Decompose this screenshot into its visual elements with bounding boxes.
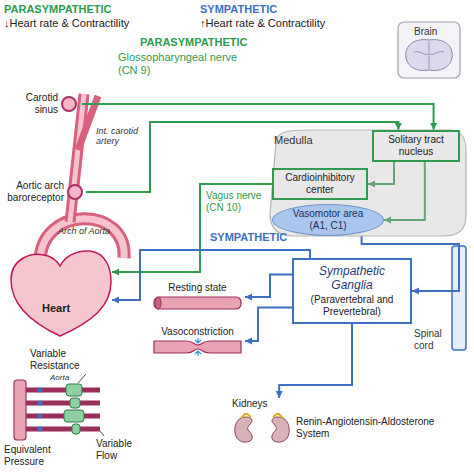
kidney [235,417,252,442]
aorta-bar [14,380,26,440]
arrowhead [430,123,437,130]
node-text: Heart [42,302,70,314]
node-text: Resting state [150,282,245,294]
carotid-artery-lumen [70,94,84,222]
heart-outline [11,251,111,336]
vessel-wall [154,297,241,309]
arrowhead [395,123,402,130]
vessel-node: Vasoconstriction [150,326,245,356]
carotid-artery [70,94,84,222]
resistance-cylinders [64,384,84,434]
part-label: Equivalent Pressure [4,444,74,468]
edge-label: Vagus nerve (CN 10) [206,190,268,214]
connector-line [245,275,292,298]
receptor-node: Aortic arch baroreceptor [2,180,86,204]
node-text: Kidneys [232,398,268,410]
center-box: Cardioinhibitory center [272,168,368,200]
part-label: Brain [414,26,437,37]
nerve-connector [245,275,292,301]
kidney [272,417,289,442]
part-label: Variable Resistance [30,348,100,372]
receptor-node: Carotid sinus [2,92,82,116]
heart: Heart [8,248,112,338]
kidney-node: KidneysRenin-Angiotensin-Aldosterone Sys… [232,398,468,448]
pathway-label: PARASYMPATHETIC [140,36,248,48]
connector-line [112,184,272,272]
node-text: Cardioinhibitory center [277,172,363,196]
part-label: Variable Flow [96,438,146,462]
node-text: Vasoconstriction [150,326,245,338]
heart-shape [8,248,112,338]
legend-note: ↑Heart rate & Contractility [200,17,325,29]
nerve-connector [112,250,310,304]
edge-label: Glossopharyngeal nerve (CN 9) [118,51,238,77]
part-label: Spinal cord [414,328,450,352]
nerve-connector [276,324,352,398]
pressure-dots [38,388,43,432]
nucleus-box: Solitary tract nucleus [372,130,460,162]
vessel-node: Resting state [150,282,245,312]
legend-note: ↓Heart rate & Contractility [4,17,129,29]
brain-frame [398,22,460,78]
node-text: Carotid sinus [2,92,58,116]
part-label: Aorta [50,373,69,382]
ganglia-box: Sympathetic Ganglia(Paravertebral and Pr… [292,258,412,324]
leader-line [100,431,104,436]
adrenal-gland [241,413,283,418]
part-label: Int. carotid artery [96,126,142,146]
receptor-circle [61,96,77,112]
medulla-region: Medulla Solitary tract nucleusCardioinhib… [268,128,468,238]
vessel-tube [150,294,245,312]
arrowhead [112,269,119,276]
connector-line [245,308,292,342]
medulla-outline [270,130,466,236]
node-text: Sympathetic Ganglia [298,264,406,292]
vasomotor-oval: Vasomotor area (A1, C1) [272,204,384,236]
node-subtext: Renin-Angiotensin-Aldosterone System [296,416,468,440]
brain-icon [406,40,452,71]
arrowhead [245,294,252,301]
kidney-icons [232,413,292,445]
branch-arteries [26,390,100,429]
constriction-arrows [195,338,201,356]
node-text: Aortic arch baroreceptor [2,180,64,204]
connector-line [112,250,310,300]
vessel-end [155,297,161,309]
arrowhead [276,391,283,398]
node-text: Medulla [274,134,313,146]
connector-line [279,324,352,398]
legend-heading: PARASYMPATHETIC [4,3,112,15]
part-label: Arch of Aorta [56,226,112,236]
brain-folds [414,42,444,69]
arrowhead [245,338,252,345]
pathway-label: SYMPATHETIC [210,231,287,243]
vessel-tube [150,338,245,356]
node-text: Vasomotor area (A1, C1) [283,208,373,232]
arrowhead [112,297,119,304]
legend-heading: SYMPATHETIC [200,3,277,15]
nerve-connector [112,184,272,276]
node-subtext: (Paravertebral and Prevertebral) [298,294,406,318]
receptor-circle [67,184,83,200]
arrowhead [412,288,419,295]
leader-line [78,374,86,383]
node-text: Solitary tract nucleus [377,134,455,158]
nerve-connector [245,308,292,345]
